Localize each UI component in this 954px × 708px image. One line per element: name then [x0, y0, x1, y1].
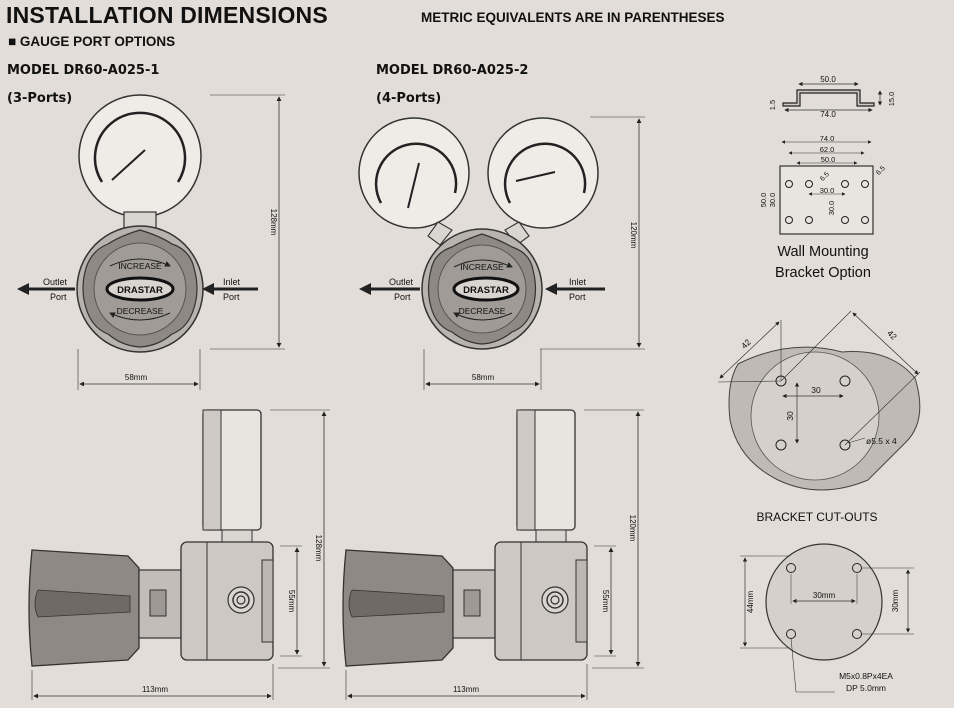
cutout-holes-note: ø5.5 x 4	[866, 436, 897, 446]
profile-thickness: 1.5	[768, 100, 777, 110]
bracket-plan-view: 74.0 62.0 50.0 30.0 50.0 30.0 30.0 6.5 6…	[759, 134, 887, 281]
cutout-h44: 44mm	[746, 591, 755, 614]
cutout-hole	[839, 375, 851, 387]
knob-brand: DRASTAR	[117, 285, 163, 296]
knob-brand-2: DRASTAR	[463, 285, 509, 296]
brand-badge-2	[452, 276, 520, 302]
gauge-2b	[487, 117, 599, 229]
dim-side-length-2: 113mm	[453, 685, 479, 694]
inlet-label-2: Inlet	[569, 277, 587, 287]
plan-hole-b: 6.5	[875, 165, 887, 177]
outlet-port-label-2: Port	[394, 292, 411, 302]
bracket-caption-line2: Bracket Option	[775, 265, 871, 281]
section-heading: ■ GAUGE PORT OPTIONS	[8, 34, 176, 49]
plan-h50: 50.0	[759, 193, 768, 208]
tapped-hole	[852, 629, 862, 639]
inlet-port-label: Port	[223, 292, 240, 302]
plan-hole	[861, 216, 869, 224]
plan-hole	[805, 216, 813, 224]
cutout-hole	[839, 439, 851, 451]
knob-increase: INCREASE	[118, 261, 162, 271]
tapped-hole	[852, 563, 862, 573]
gauge-1-needle	[111, 149, 146, 181]
outlet-port-label: Port	[50, 292, 67, 302]
profile-top-width: 50.0	[820, 75, 836, 84]
dim-width-model-2: 58mm	[472, 373, 495, 382]
brand-badge	[105, 276, 175, 302]
plan-hole	[785, 180, 793, 188]
cutout-thread-note: M5x0.8Px4EA	[839, 671, 893, 681]
dim-side-length-1: 113mm	[142, 685, 168, 694]
cutout-hole	[775, 439, 787, 451]
cutout-v30: 30	[785, 411, 795, 421]
model-2-name: MODEL DR60-A025-2	[376, 63, 529, 78]
model-1-front-view: DRASTAR INCREASE DECREASE Outlet Port In…	[17, 94, 285, 390]
bracket-caption-line1: Wall Mounting	[777, 244, 868, 260]
plan-hole-a: 6.5	[819, 171, 831, 183]
knob-decrease-2: DECREASE	[459, 306, 506, 316]
page-title: INSTALLATION DIMENSIONS	[6, 2, 328, 28]
cutout-h30: 30	[811, 385, 821, 395]
cutout-diag-2: 42	[885, 328, 899, 342]
cutout-w30: 30mm	[813, 591, 836, 600]
inlet-port-label-2: Port	[569, 292, 586, 302]
cutout-depth-note: DP 5.0mm	[846, 683, 886, 693]
bracket-cutouts-view: BRACKET CUT-OUTS 30mm 44mm 30mm M5x0.8Px…	[740, 510, 914, 693]
plan-hole	[861, 180, 869, 188]
bracket-plate	[779, 165, 874, 235]
cutout-h30: 30mm	[891, 590, 900, 613]
model-1-name: MODEL DR60-A025-1	[7, 63, 160, 78]
outlet-label: Outlet	[43, 277, 68, 287]
inlet-label: Inlet	[223, 277, 241, 287]
plan-hole	[805, 180, 813, 188]
dim-side-body-2: 55mm	[601, 590, 610, 613]
plan-hole	[785, 216, 793, 224]
bracket-cutouts-title: BRACKET CUT-OUTS	[756, 510, 877, 524]
dim-side-total-2: 120mm	[628, 515, 637, 542]
model-2-side-view: 120mm 55mm 113mm	[342, 409, 644, 700]
dim-width-model-1: 58mm	[125, 373, 148, 382]
body-side-1	[180, 541, 274, 661]
bracket-profile-view: 50.0 74.0 1.5 15.0	[768, 75, 896, 119]
panel-cutout-view: 42 42 30 30 ø5.5 x 4	[717, 310, 921, 491]
port-side-2	[541, 586, 569, 614]
model-2-ports: (4-Ports)	[376, 91, 442, 106]
gauge-2a-needle	[407, 162, 420, 209]
metric-note: METRIC EQUIVALENTS ARE IN PARENTHESES	[421, 10, 725, 25]
gauge-2b-needle	[515, 171, 556, 182]
outlet-label-2: Outlet	[389, 277, 414, 287]
dim-height-model-1: 128mm	[269, 209, 278, 236]
dim-side-body-1: 55mm	[287, 590, 296, 613]
profile-height: 15.0	[887, 92, 896, 107]
cutout-circle	[765, 543, 883, 661]
tapped-hole	[786, 563, 796, 573]
plan-w62: 62.0	[820, 145, 835, 154]
plan-hole	[841, 180, 849, 188]
port-side-1	[227, 586, 255, 614]
body-side-2	[494, 541, 588, 661]
model-1-side-view: 128mm 55mm 113mm	[28, 409, 330, 700]
plan-v30: 30.0	[827, 201, 836, 216]
dim-side-total-1: 128mm	[314, 535, 323, 562]
bracket-profile	[782, 89, 875, 107]
model-1-ports: (3-Ports)	[7, 91, 73, 106]
gauge-2a	[358, 117, 470, 229]
profile-bottom-width: 74.0	[820, 110, 836, 119]
gauge-1-scale	[93, 111, 187, 183]
knob-increase-2: INCREASE	[460, 262, 504, 272]
dim-height-model-2: 120mm	[629, 222, 638, 249]
plan-w30: 30.0	[820, 186, 835, 195]
model-2-front-view: DRASTAR INCREASE DECREASE Outlet Port In…	[358, 116, 645, 390]
plan-hole	[841, 216, 849, 224]
plan-w50: 50.0	[821, 155, 836, 164]
plan-h30: 30.0	[768, 193, 777, 208]
plan-w74: 74.0	[820, 134, 835, 143]
knob-decrease: DECREASE	[117, 306, 164, 316]
